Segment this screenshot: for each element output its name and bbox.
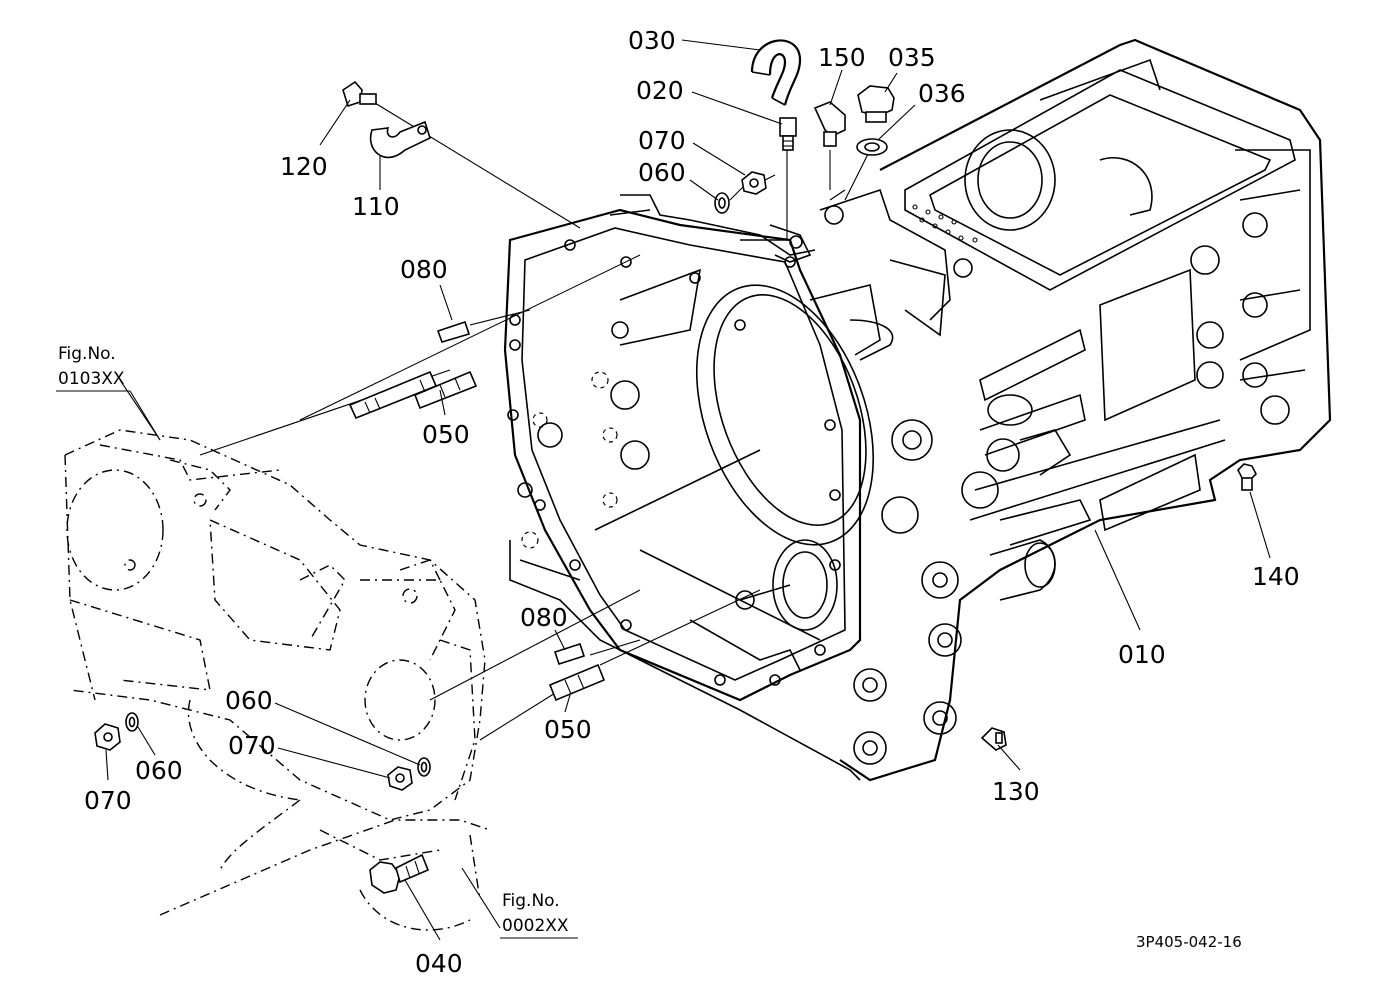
- label-020: 020: [636, 76, 684, 105]
- label-040: 040: [415, 949, 463, 978]
- label-080-top: 080: [400, 255, 448, 284]
- label-010: 010: [1118, 640, 1166, 669]
- label-110: 110: [352, 192, 400, 221]
- part-060-washer-left: [125, 712, 139, 732]
- label-130: 130: [992, 777, 1040, 806]
- assembly-leader-lines: [199, 99, 871, 741]
- label-080-lower: 080: [520, 603, 568, 632]
- part-110-clamp: [369, 120, 431, 159]
- part-number-labels: 030 150 035 020 036 120 110 070 060 080 …: [84, 26, 1300, 978]
- label-060-center: 060: [225, 686, 273, 715]
- part-070-nut-top: [741, 171, 767, 195]
- label-150: 150: [818, 43, 866, 72]
- part-150-elbow: [813, 101, 846, 147]
- part-070-nut-center: [387, 766, 413, 791]
- part-020-fitting: [779, 117, 797, 151]
- part-140-plug: [1237, 463, 1257, 491]
- fig-ref-front-title: Fig.No.: [58, 344, 116, 364]
- label-035: 035: [888, 43, 936, 72]
- label-060-left: 060: [135, 756, 183, 785]
- fig-ref-rear: Fig.No. 0002XX: [500, 891, 578, 939]
- callout-leaders: [105, 39, 1271, 941]
- part-060-washer-center: [417, 757, 431, 777]
- label-036: 036: [918, 79, 966, 108]
- part-060-washer-top: [714, 192, 730, 214]
- label-070-left: 070: [84, 786, 132, 815]
- rear-housing-reference: [159, 799, 491, 931]
- part-036-washer: [856, 138, 888, 156]
- part-050-stud-top: [348, 370, 478, 420]
- fig-ref-rear-number: 0002XX: [502, 916, 569, 936]
- front-housing-reference: [64, 429, 486, 821]
- drawing-id: 3P405-042-16: [1136, 933, 1242, 951]
- part-130-plug: [980, 727, 1007, 751]
- label-070-top: 070: [638, 126, 686, 155]
- part-080-pin-top: [436, 320, 471, 343]
- part-050-stud-lower: [548, 663, 606, 702]
- label-140: 140: [1252, 562, 1300, 591]
- label-050-lower: 050: [544, 715, 592, 744]
- label-030: 030: [628, 26, 676, 55]
- flange-bolt-holes: [507, 239, 841, 686]
- fig-ref-front: Fig.No. 0103XX: [56, 344, 161, 441]
- part-040-bolt: [369, 853, 430, 894]
- part-035-plug: [857, 85, 895, 123]
- label-060-top: 060: [638, 158, 686, 187]
- fig-ref-rear-title: Fig.No.: [502, 891, 560, 911]
- part-080-pin-lower: [553, 642, 586, 666]
- label-120: 120: [280, 152, 328, 181]
- label-050-top: 050: [422, 420, 470, 449]
- part-070-nut-left: [94, 723, 121, 751]
- fig-ref-front-number: 0103XX: [58, 369, 125, 389]
- transmission-case: [503, 38, 1332, 782]
- label-070-center: 070: [228, 731, 276, 760]
- top-hole-pattern: [912, 204, 978, 243]
